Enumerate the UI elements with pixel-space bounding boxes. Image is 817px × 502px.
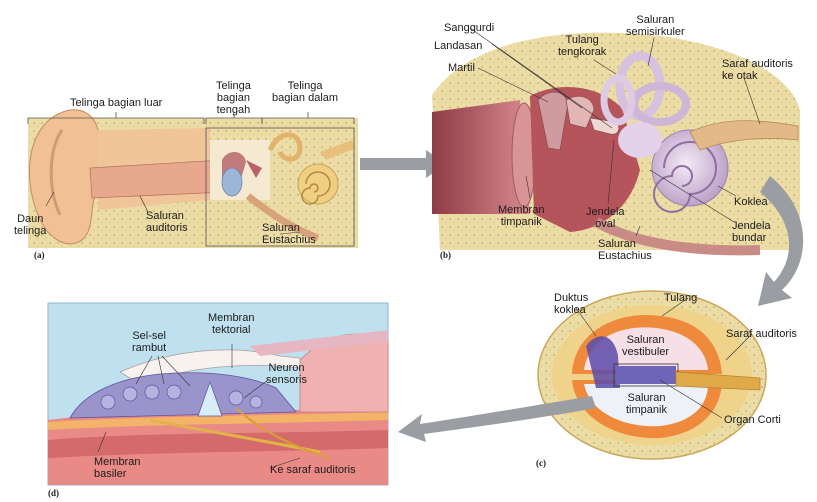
label-cochlear-duct: Duktus koklea (554, 292, 588, 316)
label-semicircular-canals: Saluran semisirkuler (626, 14, 685, 38)
label-middle-ear: Telinga bagian tengah (216, 80, 251, 116)
label-vestibular-canal: Saluran vestibuler (622, 334, 669, 358)
label-auditory-nerve-c: Saraf auditoris (726, 328, 797, 340)
panel-b-letter: (b) (440, 250, 451, 260)
label-to-auditory-nerve: Ke saraf auditoris (270, 464, 356, 476)
label-stapes: Sanggurdi (444, 22, 494, 34)
label-hair-cells: Sel-sel rambut (132, 330, 166, 354)
label-eustachian-b: Saluran Eustachius (598, 238, 652, 262)
label-sensory-neuron: Neuron sensoris (266, 362, 307, 386)
panel-c-cochlea-section (538, 291, 766, 459)
panel-a-letter: (a) (34, 250, 45, 260)
label-oval-window: Jendela oval (586, 206, 625, 230)
label-basilar-membrane: Membran basiler (94, 456, 140, 480)
label-skull-bone: Tulang tengkorak (558, 34, 606, 58)
label-organ-corti: Organ Corti (724, 414, 781, 426)
label-pinna: Daun telinga (14, 213, 46, 237)
label-outer-ear: Telinga bagian luar (70, 97, 162, 109)
label-inner-ear: Telinga bagian dalam (272, 80, 338, 104)
label-tympanic-canal: Saluran timpanik (626, 392, 667, 416)
panel-c-letter: (c) (536, 458, 546, 468)
label-bone: Tulang (664, 292, 697, 304)
label-tectorial-membrane: Membran tektorial (208, 312, 254, 336)
label-tympanic-membrane: Membran timpanik (498, 204, 544, 228)
label-incus: Landasan (434, 40, 482, 52)
label-eustachian-a: Saluran Eustachius (262, 222, 316, 246)
label-auditory-canal: Saluran auditoris (146, 210, 188, 234)
label-auditory-nerve-b: Saraf auditoris ke otak (722, 58, 793, 82)
label-cochlea: Koklea (734, 196, 768, 208)
panel-d-letter: (d) (48, 488, 59, 498)
label-round-window: Jendela bundar (732, 220, 771, 244)
label-malleus: Martil (448, 62, 475, 74)
